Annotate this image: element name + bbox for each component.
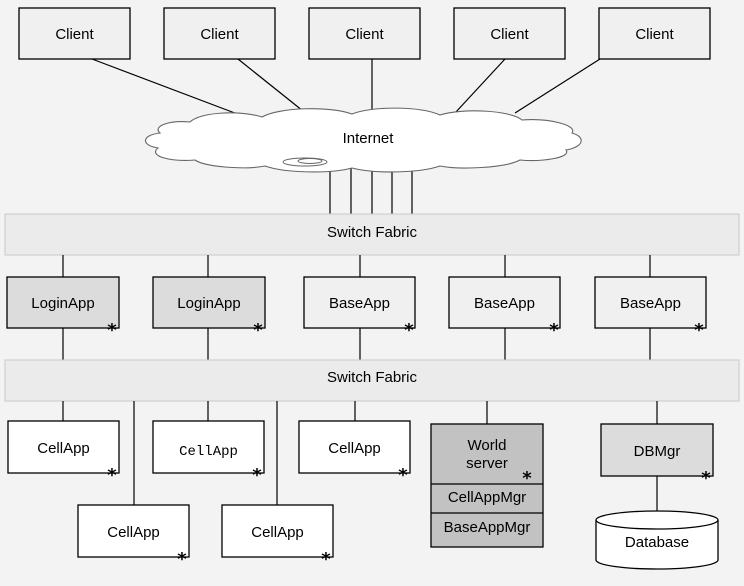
switch-fabric-top: Switch Fabric	[4, 213, 740, 256]
replicated-marker: *	[321, 549, 331, 570]
cellapp-node[interactable]: CellApp *	[77, 504, 190, 570]
switch-fabric-label: Switch Fabric	[327, 224, 418, 241]
cellapp-label: CellApp	[107, 524, 160, 541]
world-server-label-line1: World	[468, 437, 507, 454]
baseapp-label: BaseApp	[329, 295, 390, 312]
internet-label: Internet	[343, 130, 395, 147]
client-node[interactable]: Client	[18, 7, 131, 60]
replicated-marker: *	[404, 320, 414, 341]
client-wires	[91, 58, 601, 119]
apps-to-fabric-bottom-wires	[62, 328, 651, 360]
baseappmgr-label: BaseAppMgr	[444, 519, 531, 536]
baseapp-label: BaseApp	[474, 295, 535, 312]
client-label: Client	[635, 26, 674, 43]
cellapp-row-top: CellApp * CellApp * CellApp *	[7, 420, 411, 486]
world-server-node[interactable]: World server * CellAppMgr BaseAppMgr	[430, 423, 544, 548]
client-node[interactable]: Client	[308, 7, 421, 60]
replicated-marker: *	[522, 468, 532, 489]
world-server-label-line2: server	[466, 455, 508, 472]
client-label: Client	[345, 26, 384, 43]
client-row: Client Client Client Client Client	[18, 7, 711, 60]
client-label: Client	[490, 26, 529, 43]
cellappmgr-label: CellAppMgr	[448, 489, 526, 506]
app-row: LoginApp * LoginApp * BaseApp * BaseApp …	[6, 276, 707, 341]
database-label: Database	[625, 534, 689, 551]
replicated-marker: *	[701, 468, 711, 489]
replicated-marker: *	[549, 320, 559, 341]
fabric-top-to-apps-wires	[62, 255, 651, 277]
baseapp-node[interactable]: BaseApp *	[303, 276, 416, 341]
cellapp-row-bottom: CellApp * CellApp *	[77, 504, 334, 570]
client-label: Client	[200, 26, 239, 43]
replicated-marker: *	[694, 320, 704, 341]
baseapp-node[interactable]: BaseApp *	[448, 276, 561, 341]
cellapp-label: CellApp	[251, 524, 304, 541]
cellapp-label: CellApp	[37, 440, 90, 457]
replicated-marker: *	[107, 465, 117, 486]
loginapp-label: LoginApp	[177, 295, 240, 312]
loginapp-node[interactable]: LoginApp *	[152, 276, 266, 341]
replicated-marker: *	[107, 320, 117, 341]
replicated-marker: *	[177, 549, 187, 570]
replicated-marker: *	[398, 465, 408, 486]
client-node[interactable]: Client	[453, 7, 566, 60]
switch-fabric-label: Switch Fabric	[327, 369, 418, 386]
cellapp-node[interactable]: CellApp *	[7, 420, 120, 486]
cellapp-node[interactable]: CellApp *	[221, 504, 334, 570]
switch-fabric-bottom: Switch Fabric	[4, 359, 740, 402]
replicated-marker: *	[252, 465, 262, 486]
client-node[interactable]: Client	[598, 7, 711, 60]
cellapp-node[interactable]: CellApp *	[298, 420, 411, 486]
cellapp-label: CellApp	[179, 444, 238, 460]
dbmgr-node[interactable]: DBMgr *	[600, 423, 714, 489]
loginapp-label: LoginApp	[31, 295, 94, 312]
replicated-marker: *	[253, 320, 263, 341]
database-node[interactable]: Database	[595, 510, 719, 570]
client-label: Client	[55, 26, 94, 43]
dbmgr-label: DBMgr	[634, 443, 681, 460]
cellapp-label: CellApp	[328, 440, 381, 457]
internet-uplinks	[329, 168, 413, 214]
client-node[interactable]: Client	[163, 7, 276, 60]
loginapp-node[interactable]: LoginApp *	[6, 276, 120, 341]
internet-cloud: Internet	[144, 107, 582, 173]
cellapp-node[interactable]: CellApp *	[152, 420, 265, 486]
baseapp-label: BaseApp	[620, 295, 681, 312]
baseapp-node[interactable]: BaseApp *	[594, 276, 707, 341]
